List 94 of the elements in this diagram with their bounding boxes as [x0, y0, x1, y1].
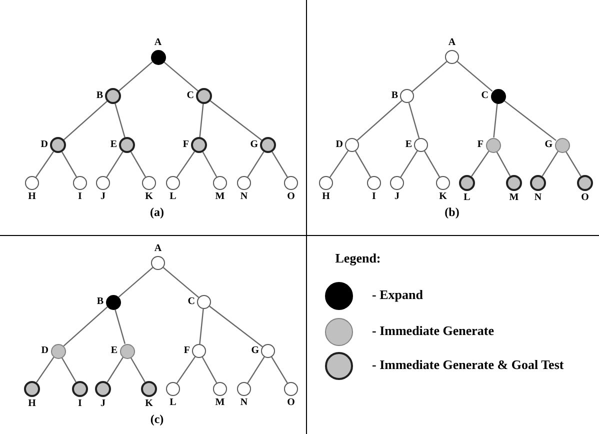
tree-edge [163, 61, 198, 92]
tree-edge [493, 103, 498, 138]
tree-edge [271, 356, 288, 384]
node-letter: K [144, 397, 154, 410]
tree-edge [199, 308, 204, 344]
node-letter: J [394, 190, 400, 203]
node-letter: C [186, 89, 194, 102]
node-letter: B [96, 295, 104, 308]
tree-edge [412, 61, 448, 92]
node-letter: O [286, 190, 296, 203]
tree-edge [114, 104, 126, 138]
node-letter: N [533, 191, 543, 204]
node-letter: D [334, 138, 343, 151]
tree-edge [247, 356, 265, 384]
node-letter: M [214, 190, 226, 203]
node-letter: E [404, 138, 412, 151]
tree-edge [118, 267, 154, 298]
tree-edge [456, 61, 493, 92]
tree-edge [209, 306, 263, 348]
tree-edge [400, 150, 418, 178]
node-letter: O [580, 191, 590, 204]
node-letter: B [95, 89, 103, 102]
node-letter: H [27, 190, 37, 203]
legend-text: - Immediate Generate [372, 323, 494, 339]
node-letter: H [321, 190, 331, 203]
node-letter: F [182, 138, 189, 151]
legend-text: - Expand [372, 287, 423, 303]
tree-edge [329, 150, 349, 178]
tree-edge [106, 357, 124, 383]
tree-edge [176, 151, 195, 178]
node-letter: A [153, 36, 163, 48]
tree-edge [106, 151, 124, 178]
node-letter: A [153, 242, 163, 255]
tree-edge [130, 152, 146, 178]
legend-text: - Immediate Generate & Goal Test [372, 357, 564, 373]
node-letter: G [544, 138, 552, 151]
tree-edge [36, 356, 54, 383]
tree-edge [424, 150, 440, 178]
tree-edge [162, 267, 200, 298]
node-letter: M [508, 191, 520, 204]
node-letter: I [371, 190, 377, 203]
node-letter: I [77, 397, 83, 410]
tree-edge [202, 356, 218, 384]
tree-edge [354, 150, 372, 178]
tree-edge [210, 100, 262, 141]
node-letter: F [476, 138, 484, 151]
tree-edge [565, 151, 582, 176]
node-letter: C [480, 89, 488, 102]
tree-edge [471, 150, 490, 177]
node-letter: E [110, 344, 118, 357]
tree-edge [356, 100, 402, 141]
node-letter: J [100, 397, 106, 410]
node-letter: O [286, 396, 296, 409]
tree-edge [504, 100, 556, 141]
node-letter: N [239, 190, 249, 203]
node-letter: I [77, 190, 83, 203]
tree-edge [63, 306, 108, 346]
node-letter: G [249, 138, 258, 151]
tree-edge [199, 104, 204, 138]
node-letter: N [239, 396, 249, 409]
tree-edge [272, 152, 288, 178]
node-letter: A [447, 36, 457, 49]
node-letter: F [182, 344, 190, 357]
tree-edge [247, 151, 264, 178]
tree-edge [496, 151, 511, 176]
node-letter: E [109, 138, 117, 151]
node-letter: D [40, 344, 48, 357]
tree-edge [118, 61, 153, 92]
node-letter: D [40, 138, 48, 151]
tree-edge [62, 152, 78, 178]
node-letter: L [168, 190, 178, 203]
tree-edge [542, 151, 558, 177]
node-letter: L [462, 191, 472, 204]
node-letter: H [27, 397, 37, 410]
node-letter: C [186, 295, 195, 308]
node-letter: B [390, 89, 398, 102]
node-letter: K [438, 190, 448, 203]
tree-edge [64, 100, 108, 140]
panel-label: (c) [150, 411, 164, 428]
node-letter: G [250, 344, 259, 357]
tree-edge [176, 356, 196, 384]
tree-edge [114, 309, 126, 344]
legend-title: Legend: [335, 249, 381, 268]
tree-edge [408, 102, 420, 138]
node-letter: L [168, 396, 178, 409]
panel-label: (b) [444, 204, 460, 221]
tree-edge [130, 357, 146, 382]
tree-edge [202, 152, 218, 178]
tree-edge [61, 357, 76, 382]
node-letter: M [214, 396, 226, 409]
tree-edge [35, 151, 54, 178]
panel-label: (a) [150, 204, 164, 221]
node-letter: J [100, 190, 106, 203]
node-letter: K [144, 190, 154, 203]
